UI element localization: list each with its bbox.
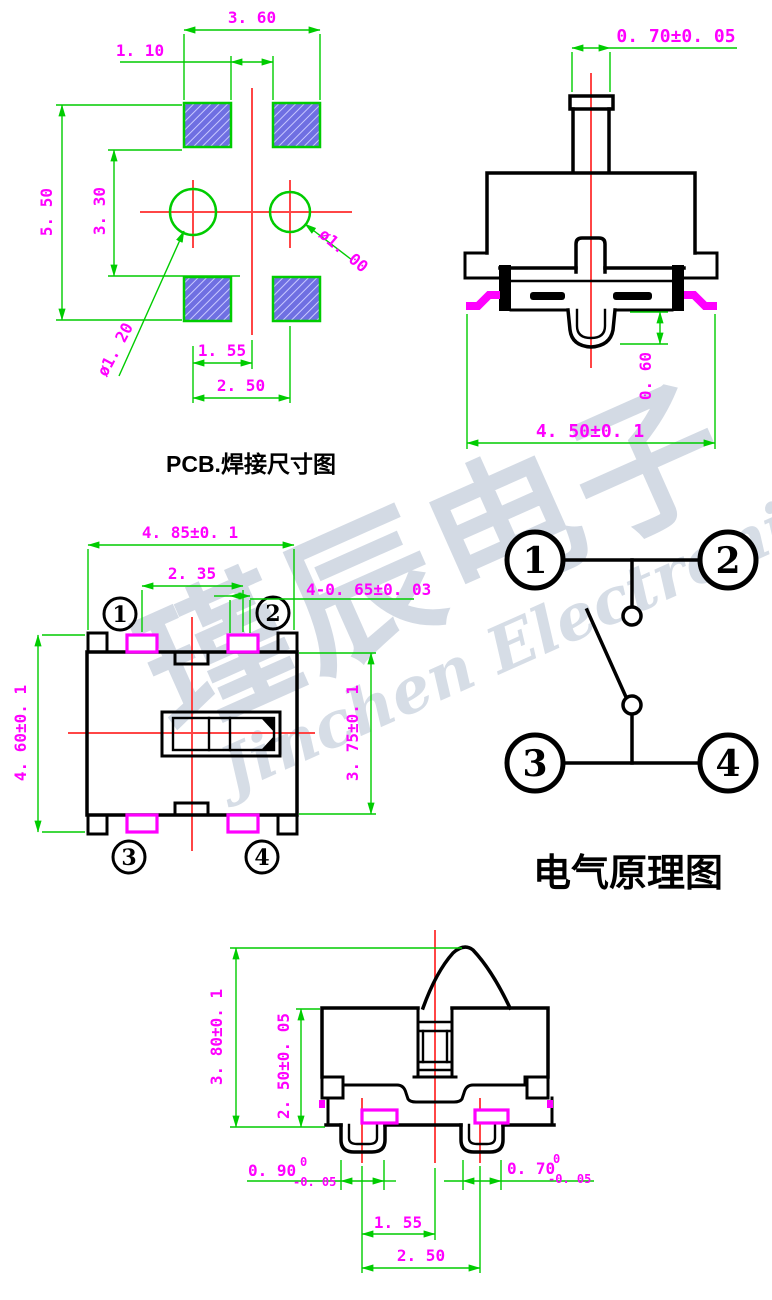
terminal-lead-right: [684, 291, 717, 310]
dim-total-height: 3. 80±0. 1: [207, 989, 226, 1085]
dim-body-width: 4. 50±0. 1: [536, 421, 644, 442]
terminal-pad-2: [226, 633, 260, 654]
pcb-footprint-view: 3. 60 1. 10 5. 50 3. 30 1. 55: [37, 8, 372, 477]
corner-block-left: [320, 1075, 345, 1100]
through-hole-left: [168, 187, 218, 237]
dim-lead-offset: 1. 55: [374, 1213, 422, 1232]
terminal-pad-right: [473, 1108, 510, 1125]
bottom-boss: [566, 308, 617, 349]
pin-marker-3: [504, 732, 566, 794]
pin-marker-4: [697, 732, 759, 794]
solder-pad-top-right: [271, 101, 322, 149]
foot-right: [459, 1123, 505, 1154]
base-end-cap-right: [672, 265, 684, 311]
pin-number-3: 3: [121, 845, 136, 871]
solder-pad-top-left: [182, 101, 233, 149]
through-hole-right: [268, 190, 312, 234]
dim-overall-height: 4. 60±0. 1: [11, 685, 30, 781]
solder-pad-bottom-right: [271, 275, 322, 323]
dim-lead-left-value: 0. 90: [248, 1161, 296, 1180]
pin-number-4: 4: [715, 743, 740, 785]
corner-tab: [276, 631, 299, 654]
body-outline: [320, 1006, 550, 1079]
corner-tab: [86, 813, 109, 836]
dim-stem-width: 0. 70±0. 05: [616, 26, 735, 47]
center-tab: [574, 236, 607, 274]
terminal-lead-left: [466, 291, 500, 310]
base-contour: [341, 1075, 527, 1104]
dim-body-height: 3. 75±0. 1: [343, 685, 362, 781]
pcb-footprint-title: PCB.焊接尺寸图: [166, 451, 336, 477]
switch-body-outline: [485, 171, 697, 255]
front-view: 3. 80±0. 1 2. 50±0. 05 0. 90 0 -0. 05 0.…: [207, 930, 594, 1273]
dim-inner-height: 3. 30: [90, 187, 109, 235]
dim-hole-offset: 1. 55: [198, 341, 246, 360]
switch-lever: [584, 607, 629, 700]
pin-number-1: 1: [112, 602, 127, 628]
terminal-pad-left: [360, 1108, 399, 1125]
base-end-cap-left: [499, 265, 511, 311]
dim-lead-right-value: 0. 70: [507, 1159, 555, 1178]
dim-lead-right-tol-upper: 0: [553, 1152, 560, 1166]
dim-body-height: 2. 50±0. 05: [274, 1013, 293, 1119]
contact-point-top: [621, 605, 643, 627]
window-wedge-bottom: [262, 736, 274, 749]
dim-pad-span: 3. 60: [228, 8, 276, 27]
dim-boss-height: 0. 60: [636, 352, 655, 400]
pin-marker-4: [244, 839, 280, 875]
edge-notch-bottom: [173, 801, 210, 817]
edge-notch-top: [173, 650, 210, 666]
actuator-window: [160, 710, 282, 758]
dim-pad-gap: 1. 10: [116, 41, 164, 60]
pin-number-1: 1: [522, 540, 547, 582]
top-view: 1 2 3 4 4. 85±0. 1 2. 35 4-0. 65±0. 03: [11, 523, 431, 875]
contact-slot-right: [613, 292, 652, 300]
terminal-dot-left: [319, 1100, 325, 1108]
solder-pad-bottom-left: [182, 275, 233, 323]
terminal-pad-4: [226, 813, 260, 834]
dim-lead-left-tol-upper: 0: [300, 1155, 307, 1169]
pin-number-3: 3: [522, 743, 547, 785]
dim-lead-pitch: 2. 50: [397, 1246, 445, 1265]
schematic-title: 电气原理图: [533, 853, 723, 895]
pin-number-2: 2: [265, 601, 280, 627]
pin-marker-1: [102, 596, 138, 632]
pin-marker-1: [504, 529, 566, 591]
corner-tab: [276, 813, 299, 836]
dim-lead-left-tol-lower: -0. 05: [293, 1175, 336, 1189]
terminal-pad-3: [125, 813, 159, 834]
dim-lead-right-tol-lower: -0. 05: [548, 1172, 591, 1186]
dim-hole-diameter-right: ø1. 00: [315, 225, 371, 277]
lever-dome: [420, 945, 513, 1011]
dim-pad-width: 4-0. 65±0. 03: [306, 580, 431, 599]
pin-marker-3: [111, 839, 147, 875]
corner-block-right: [525, 1075, 550, 1100]
corner-tab: [86, 631, 109, 654]
foot-left: [339, 1123, 387, 1154]
terminal-pad-1: [125, 633, 159, 654]
side-view: 0. 70±0. 05 0. 60 4. 50±0. 1: [463, 26, 737, 449]
dim-overall-width: 4. 85±0. 1: [142, 523, 238, 542]
stem-cap: [568, 94, 615, 111]
dim-outer-height: 5. 50: [37, 188, 56, 236]
terminal-dot-right: [547, 1100, 553, 1108]
pin-number-4: 4: [254, 845, 269, 871]
contact-point-bottom: [621, 694, 643, 716]
pin-marker-2: [255, 595, 291, 631]
electrical-schematic: 1 2 3 4 电气原理图: [504, 529, 759, 895]
dim-hole-pitch: 2. 50: [217, 376, 265, 395]
pin-number-2: 2: [715, 540, 740, 582]
dim-pad-pitch: 2. 35: [168, 564, 216, 583]
contact-slot-left: [530, 292, 565, 300]
window-wedge-top: [262, 719, 274, 732]
pin-marker-2: [697, 529, 759, 591]
